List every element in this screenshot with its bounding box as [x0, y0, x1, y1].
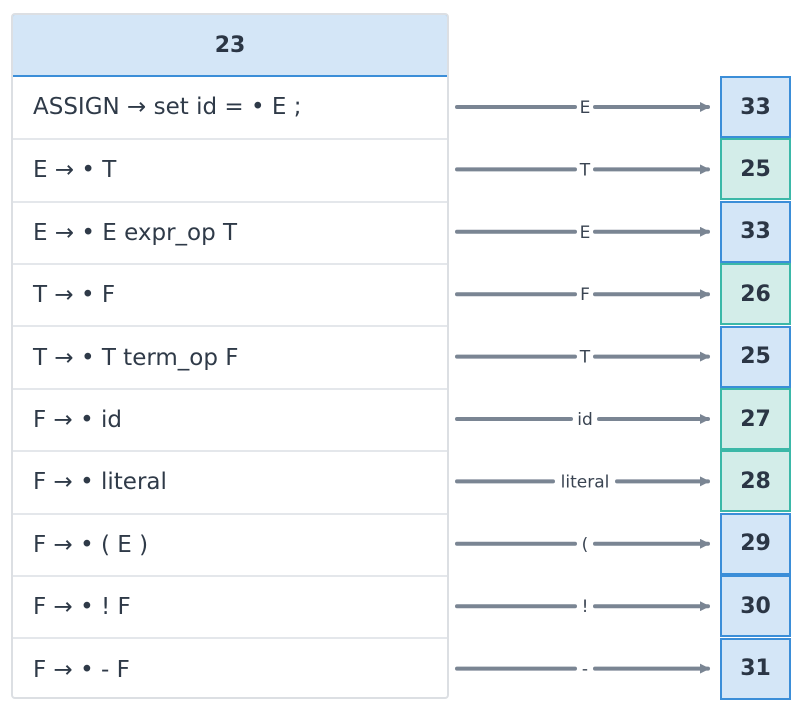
- transition-label: E: [580, 223, 591, 243]
- target-state-box: 33: [720, 200, 791, 263]
- target-state-box: 28: [720, 450, 791, 513]
- target-state-box: 25: [720, 138, 791, 201]
- transition-label: literal: [561, 472, 610, 492]
- item-text: E → • T: [33, 157, 117, 184]
- state-header: 23: [13, 15, 447, 77]
- item-text: F → • ! F: [33, 594, 131, 621]
- item-row: E → • T: [13, 138, 447, 200]
- item-text: ASSIGN → set id = • E ;: [33, 93, 302, 120]
- transition-label: id: [577, 410, 593, 430]
- item-row: E → • E expr_op T: [13, 200, 447, 263]
- item-text: T → • T term_op F: [33, 344, 239, 371]
- item-row: F → • id: [13, 387, 447, 450]
- item-row: F → • ( E ): [13, 512, 447, 575]
- item-row: ASSIGN → set id = • E ;: [13, 76, 447, 138]
- state-card: 23 ASSIGN → set id = • E ; E → • T E → • E…: [11, 13, 449, 699]
- target-state-box: 29: [720, 512, 791, 575]
- item-row: F → • ! F: [13, 575, 447, 637]
- target-state-box: 30: [720, 575, 791, 638]
- transition-label: !: [582, 597, 589, 617]
- transition-label: E: [580, 98, 591, 118]
- target-state-box: 26: [720, 263, 791, 326]
- item-text: F → • literal: [33, 469, 167, 496]
- item-text: E → • E expr_op T: [33, 219, 238, 246]
- transition-label: T: [579, 348, 591, 368]
- transition-label: (: [582, 535, 589, 555]
- target-state-box: 31: [720, 637, 791, 700]
- target-state-box: 25: [720, 325, 791, 388]
- item-row: F → • literal: [13, 450, 447, 512]
- item-text: F → • ( E ): [33, 531, 149, 558]
- item-text: F → • id: [33, 406, 122, 433]
- item-text: F → • - F: [33, 656, 130, 683]
- item-text: T → • F: [33, 282, 116, 309]
- transition-label: -: [582, 660, 588, 680]
- item-row: F → • - F: [13, 637, 447, 697]
- transition-label: T: [579, 160, 591, 180]
- target-state-box: 33: [720, 76, 791, 138]
- item-row: T → • T term_op F: [13, 325, 447, 387]
- target-state-box: 27: [720, 388, 791, 450]
- transition-label: F: [580, 285, 590, 305]
- item-row: T → • F: [13, 263, 447, 325]
